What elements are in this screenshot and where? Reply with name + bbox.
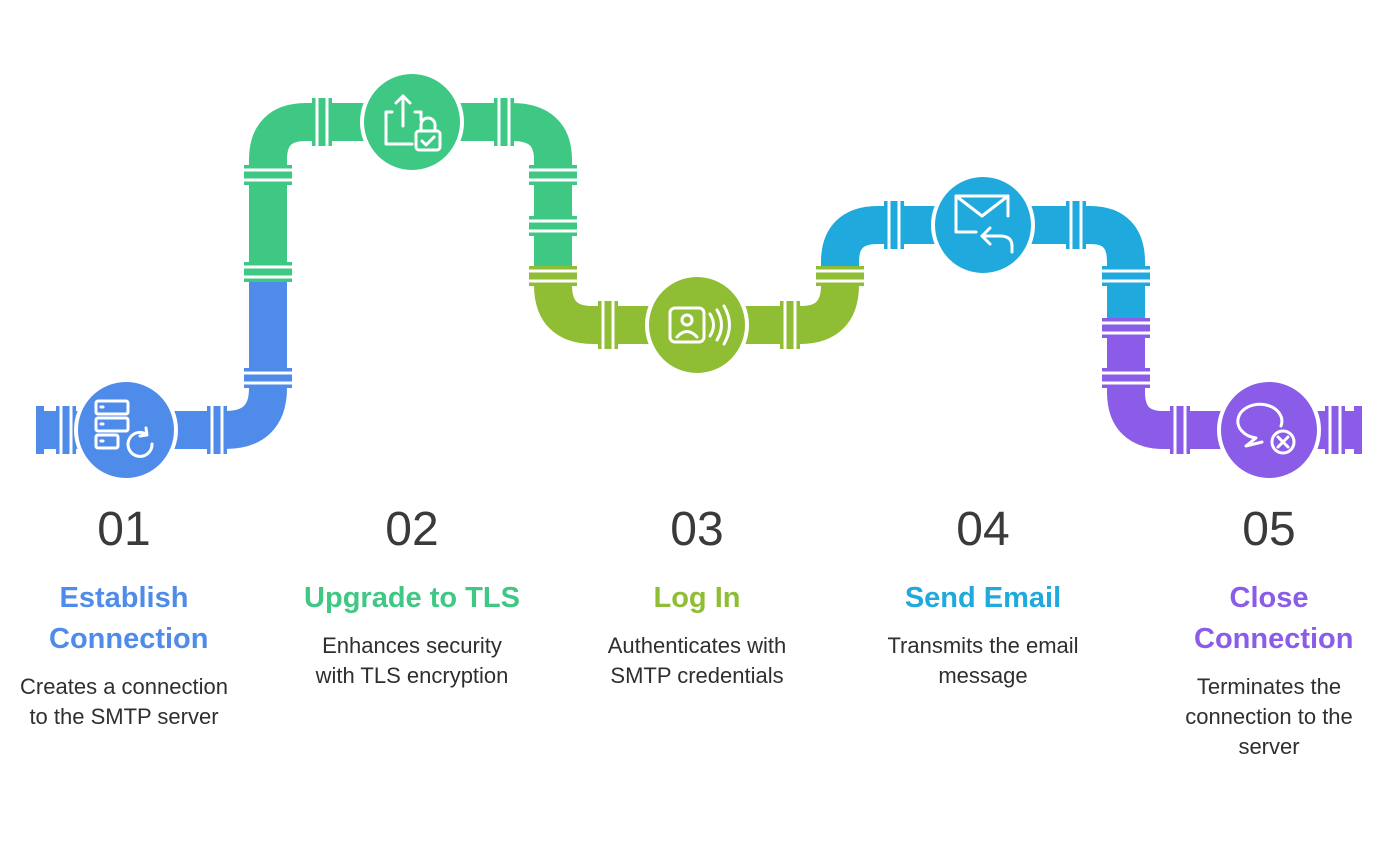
step-title: Establish Connection: [49, 582, 209, 655]
step-title: Upgrade to TLS: [304, 582, 520, 614]
coupling: [1066, 201, 1086, 249]
step-title: Log In: [653, 582, 741, 614]
step-description: Creates a connection to the SMTP server: [20, 674, 228, 729]
step-2: 02 Upgrade to TLS Enhances security with…: [292, 500, 532, 691]
step-number: 01: [97, 503, 151, 556]
step-2-node: [360, 70, 464, 174]
coupling: [529, 165, 577, 185]
step-4: 04 Send Email Transmits the email messag…: [863, 500, 1103, 691]
step-description: Authenticates with SMTP credentials: [607, 633, 787, 688]
step-5: 05 Close Connection Terminates the conne…: [1149, 500, 1389, 762]
mail-reply-icon: [954, 194, 1014, 254]
upload-lock-icon: [384, 94, 442, 152]
coupling: [1102, 368, 1150, 388]
coupling: [1102, 318, 1150, 338]
server-refresh-icon: [94, 399, 154, 458]
pipe-segment-5: [1107, 325, 1355, 449]
step-3-node: [645, 273, 749, 377]
step-4-node: [931, 173, 1035, 277]
pipe-end-cap-right: [1354, 406, 1362, 454]
coupling: [598, 301, 618, 349]
chat-close-icon: [1236, 402, 1296, 455]
pipe-end-cap-left: [36, 406, 44, 454]
step-title: Close Connection: [1194, 582, 1354, 655]
step-number: 05: [1242, 503, 1296, 556]
step-number: 03: [670, 503, 724, 556]
coupling: [244, 165, 292, 185]
step-1-node: [74, 378, 178, 482]
coupling: [884, 201, 904, 249]
coupling: [1325, 406, 1345, 454]
contactless-id-icon: [668, 304, 731, 346]
step-number: 02: [385, 503, 439, 556]
coupling: [494, 98, 514, 146]
step-1: 01 Establish Connection Creates a connec…: [4, 500, 244, 732]
step-description: Transmits the email message: [887, 633, 1079, 688]
coupling: [529, 216, 577, 236]
coupling: [207, 406, 227, 454]
coupling: [1102, 266, 1150, 286]
coupling: [1170, 406, 1190, 454]
coupling: [529, 266, 577, 286]
coupling: [56, 406, 76, 454]
coupling: [816, 266, 864, 286]
coupling: [244, 368, 292, 388]
step-3: 03 Log In Authenticates with SMTP creden…: [577, 500, 817, 691]
step-5-node: [1217, 378, 1321, 482]
coupling: [244, 262, 292, 282]
step-description: Terminates the connection to the server: [1185, 674, 1353, 759]
step-title: Send Email: [904, 582, 1062, 614]
coupling: [780, 301, 800, 349]
coupling: [312, 98, 332, 146]
step-description: Enhances security with TLS encryption: [315, 633, 509, 688]
step-number: 04: [956, 503, 1010, 556]
